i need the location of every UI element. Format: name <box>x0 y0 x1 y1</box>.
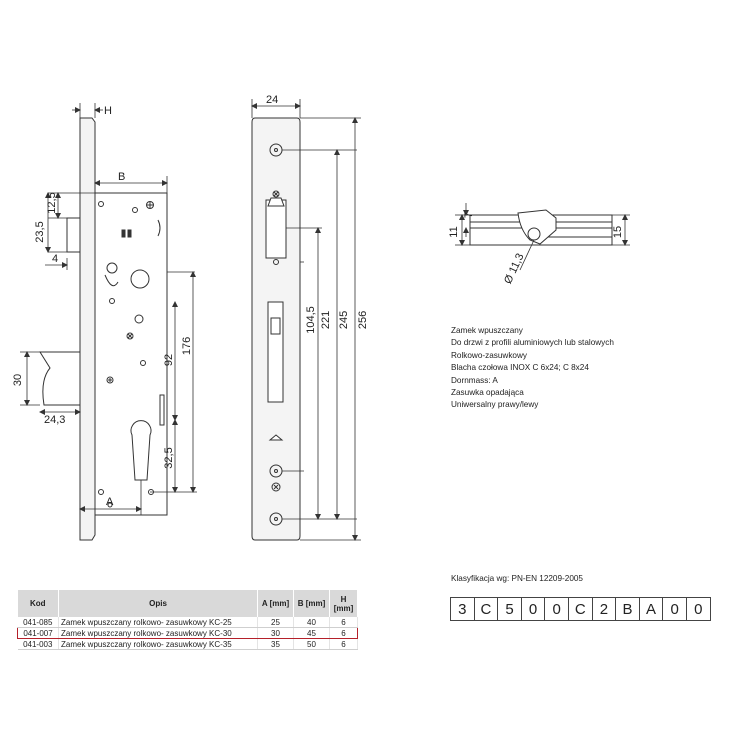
lock-case <box>94 192 168 516</box>
dim-32-5: 32,5 <box>163 447 175 468</box>
roller-bolt <box>39 351 81 406</box>
dim-24: 24 <box>266 94 278 106</box>
cell-kod: 041-007 <box>17 627 59 639</box>
classification-cell: 0 <box>544 597 569 621</box>
classification-title: Klasyfikacja wg: PN-EN 12209-2005 <box>451 574 583 583</box>
classification-cell: 2 <box>591 597 617 621</box>
classification-cell: A <box>638 597 664 621</box>
table-row: 041-085 Zamek wpuszczany rolkowo- zasuwk… <box>17 617 358 628</box>
dim-b: B <box>118 171 125 183</box>
description-line: Zasuwka opadająca <box>451 388 524 398</box>
lock-body-view <box>39 117 168 541</box>
classification-cell: 0 <box>520 597 546 621</box>
classification-cell: C <box>473 597 499 621</box>
cell-kod: 041-003 <box>17 638 59 650</box>
dim-104-5: 104,5 <box>305 306 317 334</box>
header-h: H [mm] <box>329 590 358 617</box>
description-line: Blacha czołowa INOX C 6x24; C 8x24 <box>451 363 589 373</box>
dim-15: 15 <box>612 226 624 238</box>
cell-h: 6 <box>329 627 358 639</box>
cell-kod: 041-085 <box>17 617 59 628</box>
description-line: Do drzwi z profili aluminiowych lub stal… <box>451 338 614 348</box>
header-kod: Kod <box>17 590 59 617</box>
description-line: Dornmass: A <box>451 375 498 385</box>
dim-diameter-11-3: Ø 11,3 <box>502 252 526 286</box>
faceplate-side <box>79 117 96 541</box>
dim-h: H <box>104 105 112 117</box>
table-row-highlighted: 041-007 Zamek wpuszczany rolkowo- zasuwk… <box>17 627 358 639</box>
top-detail-dimensions <box>455 203 630 271</box>
dim-245: 245 <box>338 311 350 329</box>
classification-cell: B <box>615 597 640 621</box>
spec-table: Kod Opis A [mm] B [mm] H [mm] 041-085 Za… <box>17 590 358 650</box>
cell-opis: Zamek wpuszczany rolkowo- zasuwkowy KC-3… <box>58 638 258 650</box>
classification-cell: 0 <box>685 597 711 621</box>
cell-h: 6 <box>329 617 358 628</box>
dim-11: 11 <box>448 226 460 237</box>
cell-a: 25 <box>257 617 294 628</box>
cell-b: 45 <box>293 627 330 639</box>
cell-a: 35 <box>257 638 294 650</box>
dim-30: 30 <box>12 374 24 386</box>
latch-bolt <box>66 217 81 253</box>
header-b: B [mm] <box>293 590 330 617</box>
dim-221: 221 <box>320 311 332 329</box>
description-line: Rolkowo-zasuwkowy <box>451 350 527 360</box>
description-line: Zamek wpuszczany <box>451 326 523 335</box>
dim-24-3: 24,3 <box>44 414 65 426</box>
dim-7: 7 <box>463 212 475 218</box>
header-opis: Opis <box>58 590 258 617</box>
dim-23-5: 23,5 <box>34 221 46 242</box>
table-row: 041-003 Zamek wpuszczany rolkowo- zasuwk… <box>17 638 358 650</box>
table-header-row: Kod Opis A [mm] B [mm] H [mm] <box>17 590 358 617</box>
cell-opis: Zamek wpuszczany rolkowo- zasuwkowy KC-3… <box>58 627 258 639</box>
latch-slot <box>265 199 287 259</box>
header-a: A [mm] <box>257 590 294 617</box>
lock-body-dimensions <box>20 103 197 515</box>
cell-b: 50 <box>293 638 330 650</box>
faceplate-dimensions <box>251 99 361 541</box>
cell-a: 30 <box>257 627 294 639</box>
dim-12-5: 12,5 <box>46 192 58 213</box>
dim-4: 4 <box>52 253 58 265</box>
description-line: Uniwersalny prawy/lewy <box>451 400 539 410</box>
dim-a: A <box>106 496 114 508</box>
classification-cell: C <box>567 597 593 621</box>
classification-cell: 3 <box>450 597 475 621</box>
bolt-slot <box>267 301 284 403</box>
cell-h: 6 <box>329 638 358 650</box>
dim-256: 256 <box>357 311 369 329</box>
cell-opis: Zamek wpuszczany rolkowo- zasuwkowy KC-2… <box>58 617 258 628</box>
dim-92: 92 <box>163 354 175 366</box>
classification-cell: 5 <box>497 597 522 621</box>
cell-b: 40 <box>293 617 330 628</box>
classification-code: 3 C 5 0 0 C 2 B A 0 0 <box>450 597 711 621</box>
top-detail-view <box>469 209 613 246</box>
faceplate-dimension-labels: 24 104,5 221 245 256 <box>266 94 369 334</box>
classification-cell: 0 <box>662 597 687 621</box>
product-description: Zamek wpuszczany Do drzwi z profili alum… <box>451 325 614 412</box>
cylinder-cutout <box>130 420 152 481</box>
dim-176: 176 <box>181 337 193 355</box>
lock-body-dimension-labels: H B 12,5 23,5 4 30 24,3 176 92 32,5 A <box>12 105 193 508</box>
faceplate-front-view <box>251 117 301 541</box>
